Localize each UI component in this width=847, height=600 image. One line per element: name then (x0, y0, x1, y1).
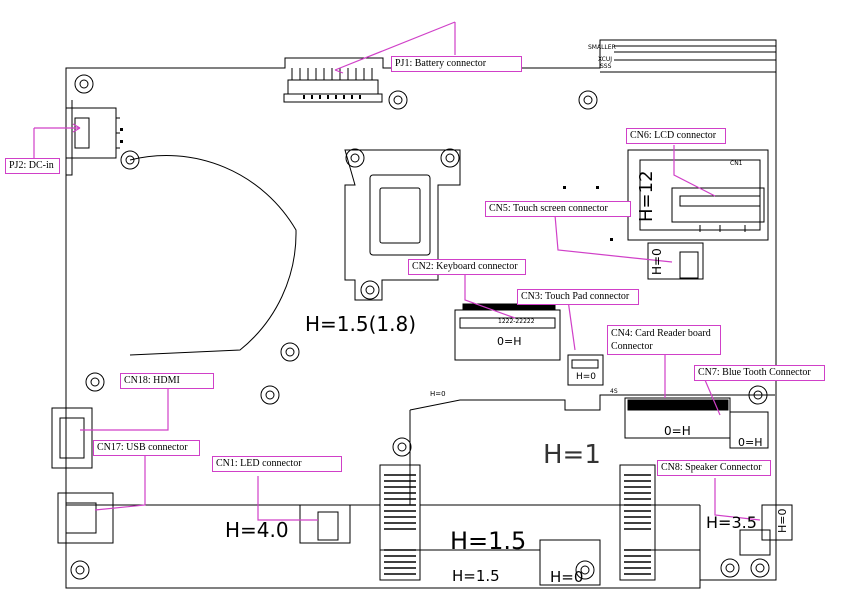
label-cn18-hdmi: CN18: HDMI (120, 373, 214, 389)
label-cn7-bluetooth-connector: CN7: Blue Tooth Connector (694, 365, 825, 381)
height-mark-touch-pad: H=0 (576, 372, 597, 382)
label-cn17-usb-connector: CN17: USB connector (93, 440, 200, 456)
height-mark-led-area: H=4.0 (225, 518, 289, 542)
label-cn2-keyboard-connector: CN2: Keyboard connector (408, 259, 526, 275)
height-mark-lower-middle: H=1.5 (450, 527, 527, 555)
label-cn3-touch-pad-connector: CN3: Touch Pad connector (517, 289, 639, 305)
height-mark-keyboard: 0=H (497, 335, 522, 348)
silkscreen-lcd-ref: CN1 (730, 160, 743, 167)
label-cn6-lcd-connector: CN6: LCD connector (626, 128, 726, 144)
height-mark-main: H=1.5(1.8) (305, 312, 417, 336)
label-pj2-dc-in: PJ2: DC-in (5, 158, 60, 174)
height-mark-bluetooth: 0=H (738, 436, 763, 449)
silkscreen-keyboard-code: 1222-22222 (498, 318, 535, 325)
height-mark-right-edge: H=0 (776, 508, 789, 534)
height-mark-lcd: H=12 (636, 170, 657, 222)
label-cn5-touch-screen-connector: CN5: Touch screen connector (485, 201, 631, 217)
silkscreen-top-right-1: SMALLER (588, 44, 616, 51)
label-cn8-speaker-connector: CN8: Speaker Connector (657, 460, 771, 476)
height-mark-card-reader: 0=H (664, 424, 691, 438)
silkscreen-top-right-3: SSS (600, 63, 612, 70)
height-mark-bottom-box: H=0 (550, 568, 584, 586)
label-cn4-card-reader-connector: CN4: Card Reader board Connector (607, 325, 721, 355)
label-cn1-led-connector: CN1: LED connector (212, 456, 342, 472)
height-mark-bottom-middle: H=1.5 (452, 567, 500, 585)
height-mark-center: H=1 (543, 440, 601, 470)
silkscreen-card-reader-ref: 4S (610, 388, 618, 395)
height-mark-touch-screen: H=0 (650, 248, 664, 275)
silkscreen-top-right-2: XCUJ (598, 56, 613, 63)
height-mark-speaker: H=3.5 (706, 513, 757, 532)
label-pj1-battery-connector: PJ1: Battery connector (391, 56, 522, 72)
height-mark-middle-small: H=0 (430, 390, 446, 398)
